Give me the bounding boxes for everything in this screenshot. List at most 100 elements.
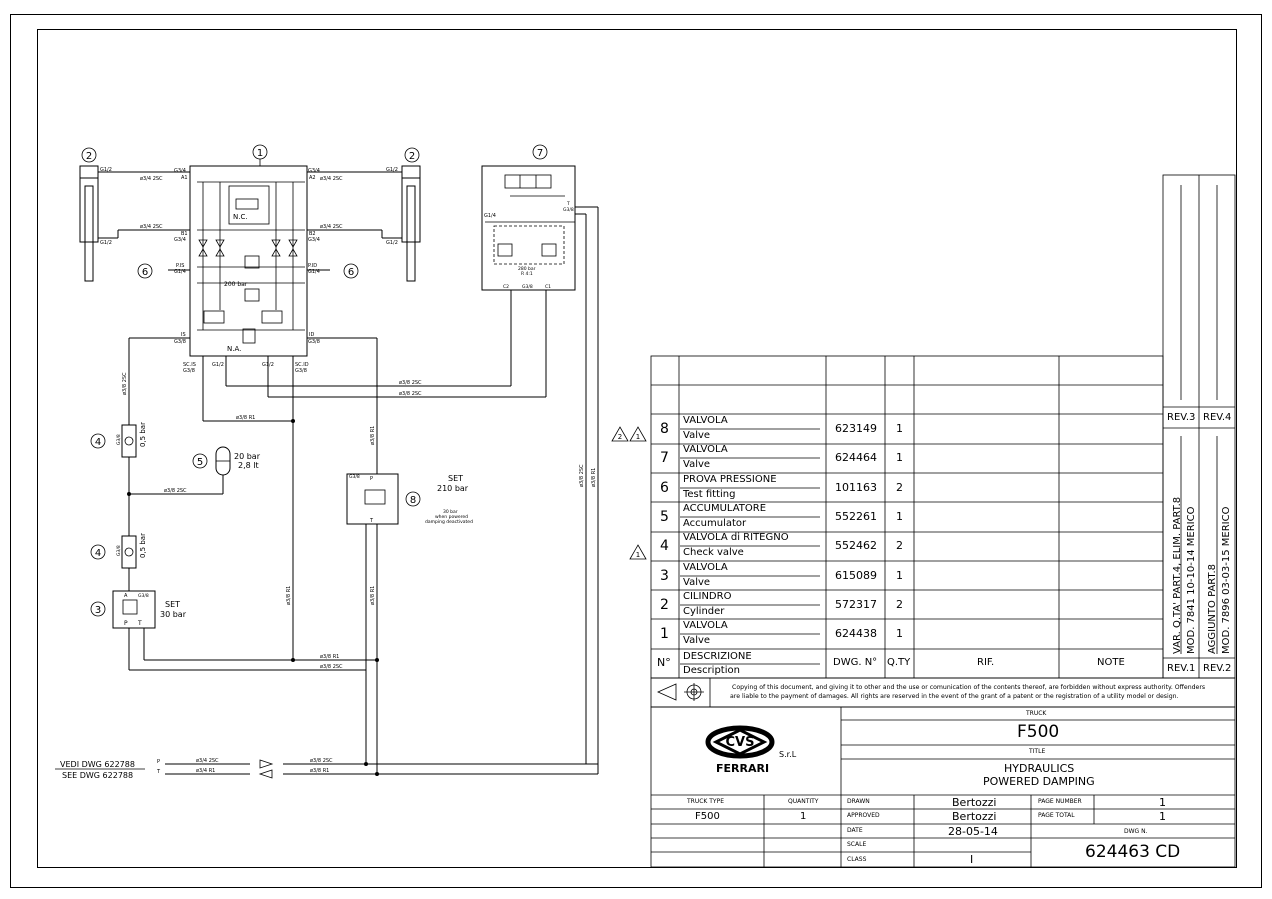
label-p8: P [370,476,373,482]
label-check2: 0,5 bar [139,533,147,558]
copyright-row [650,677,1236,708]
label-p-left: P [157,759,160,765]
callout-3: 3 [90,601,106,617]
label-g38i: G3/8 [116,434,122,445]
label-b2: B2 [309,231,316,237]
label-g12f: G1/2 [262,362,274,368]
label-pipe20: ø3/4 R1 [196,768,215,774]
revision-tri-label: 1 [636,551,640,559]
label-200bar: 200 bar [224,281,248,288]
label-note30a: 30 bar [443,509,458,515]
label-na: N.A. [227,345,241,353]
label-pipe8: ø3/8 2SC [164,488,187,494]
label-r41: R 4:1 [521,271,533,277]
callout-label: 4 [95,548,101,559]
label-pis: P.IS [176,263,184,269]
label-t8: T [369,518,374,524]
label-pipe19: ø3/4 2SC [196,758,219,764]
label-pipe7: ø3/8 R1 [236,415,255,421]
label-nc: N.C. [233,213,248,221]
label-note30b: when powered [435,514,468,520]
label-vedi: VEDI DWG 622788 [60,760,135,769]
label-280bar: 280 bar [518,266,536,272]
callout-label: 2 [86,151,92,162]
sheet-outer-border [10,14,1262,888]
label-pipe1: ø3/4 2SC [140,176,163,182]
accumulator-5 [215,446,231,476]
callout-label: 8 [410,495,416,506]
cylinder-right [401,165,421,282]
label-b1: B1 [181,231,188,237]
label-g12b: G1/2 [100,240,112,246]
label-pipe6: ø3/8 2SC [399,391,422,397]
label-pipe18: ø3/8 R1 [310,768,329,774]
label-pipe3: ø3/4 2SC [140,224,163,230]
label-g38f: G3/8 [522,284,533,290]
label-a2: A2 [309,175,316,181]
callout-label: 6 [142,267,148,278]
cylinder-left [79,165,99,282]
callout-label: 4 [95,437,101,448]
callout-label: 3 [95,605,101,616]
label-scid: SC.ID [295,362,309,368]
label-is: IS [181,332,186,338]
label-pipe2: ø3/4 2SC [320,176,343,182]
label-pid: P.ID [308,263,317,269]
label-g12d: G1/2 [386,240,398,246]
pipes [55,171,599,779]
schematic-labels: N.C. N.A. 200 bar 20 bar 2,8 lt 0,5 bar … [60,167,597,780]
label-a1: A1 [181,175,188,181]
label-accum: 20 bar [234,452,261,461]
label-g38c: G3/8 [183,368,195,374]
label-note30c: damping deactivated [425,519,473,525]
label-g14a: G1/4 [174,269,186,275]
valve-block-1 [189,165,308,357]
callout-label: 7 [537,148,543,159]
label-g34b: G3/4 [308,168,320,174]
callout-label: 2 [409,151,415,162]
callout-4a: 4 [90,433,106,449]
label-pipe9: ø3/8 R1 [320,654,339,660]
label-a3: A [124,593,128,599]
label-p3: P [124,620,128,627]
ferrari-logo: CVS [705,725,775,759]
label-pipe16: ø3/8 2SC [579,464,585,487]
callout-2-left: 2 [81,147,97,163]
label-t3: T [137,620,142,627]
label-pipe12: ø3/8 R1 [370,426,376,445]
callout-4b: 4 [90,544,106,560]
callout-6-left: 6 [137,263,153,279]
label-set210b: 210 bar [437,484,469,493]
label-pipe17: ø3/8 2SC [310,758,333,764]
label-pipe14: ø3/8 R1 [370,586,376,605]
label-set30a: SET [165,600,180,609]
label-set210a: SET [448,474,463,483]
label-g38h: G3/8 [138,593,149,599]
label-g38d: G3/8 [295,368,307,374]
label-scis: SC.IS [183,362,196,368]
label-g12a: G1/2 [100,167,112,173]
label-c2: C2 [503,284,509,290]
label-pipe11: ø3/8 2SC [122,372,128,395]
label-g14b: G1/4 [308,269,320,275]
callout-2-right: 2 [404,147,420,163]
label-see: SEE DWG 622788 [62,771,133,780]
valve-3 [112,590,156,629]
parts-table [650,355,1164,679]
callout-6-right: 6 [343,263,359,279]
check-valve-4b [121,535,137,569]
label-pipe5: ø3/8 2SC [399,380,422,386]
junction-dots [127,419,379,776]
label-check1: 0,5 bar [139,422,147,447]
label-pipe4: ø3/4 2SC [320,224,343,230]
label-g38g: G3/8 [563,207,574,213]
callout-5: 5 [192,453,208,469]
revision-columns [1162,174,1236,679]
label-t-left: T [156,769,161,775]
label-g34a: G3/4 [174,168,186,174]
label-g12e: G1/2 [212,362,224,368]
revision-tri-label: 1 [636,433,640,441]
label-id: ID [309,332,314,338]
label-g38e: G3/8 [349,474,360,480]
